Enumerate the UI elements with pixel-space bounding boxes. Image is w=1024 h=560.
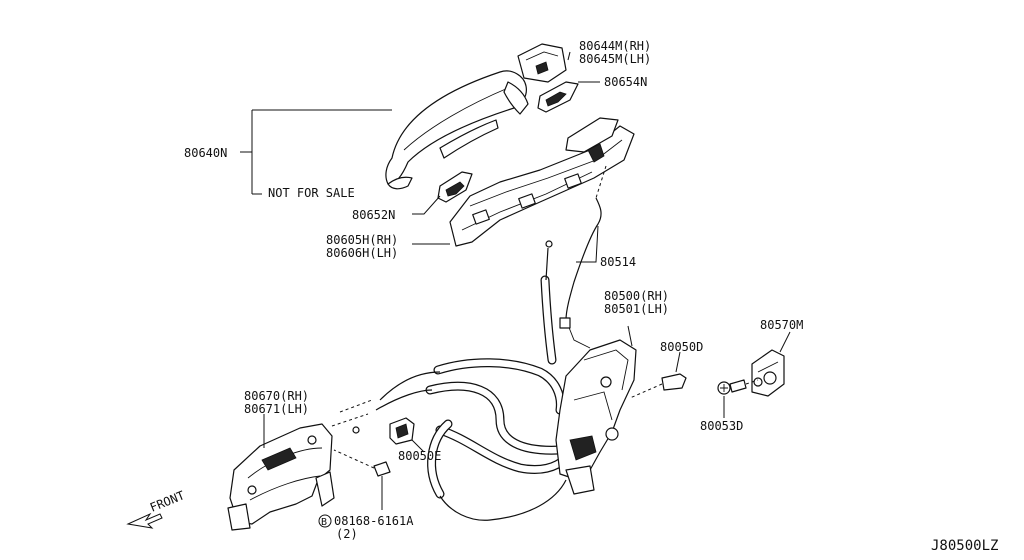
screw-80050d (629, 351, 687, 399)
gasket-80652n (437, 171, 473, 203)
gasket-80654n (537, 81, 579, 113)
cable-assembly (331, 240, 571, 521)
label-80570m: 80570M (760, 318, 803, 332)
handle-bracket-80605h (449, 117, 635, 247)
label-80640n: 80640N (184, 146, 227, 160)
label-80644m: 80644M(RH) (579, 39, 651, 53)
clip-80050e (389, 417, 425, 453)
label-80645m: 80645M(LH) (579, 52, 651, 66)
label-80605h: 80605H(RH) (326, 233, 398, 247)
label-front: FRONT (148, 488, 187, 515)
bolt-80053d (717, 379, 759, 395)
diagram-id: J80500LZ (931, 538, 998, 554)
label-80671: 80671(LH) (244, 402, 309, 416)
front-arrow-icon (126, 512, 163, 529)
label-80654n: 80654N (604, 75, 647, 89)
door-lock-80500 (555, 317, 637, 495)
label-80501: 80501(LH) (604, 302, 669, 316)
rod-80514 (565, 197, 602, 321)
label-80500: 80500(RH) (604, 289, 669, 303)
label-80053d: 80053D (700, 419, 743, 433)
circled-b-icon: B (318, 514, 332, 528)
label-80050e: 80050E (398, 449, 441, 463)
striker-80570m (751, 349, 785, 397)
outside-handle-80640n (385, 70, 529, 190)
inside-handle-80670 (227, 423, 335, 531)
label-80050d: 80050D (660, 340, 703, 354)
label-bolt-code: 08168-6161A (334, 514, 414, 528)
bolt-08168-6161a (333, 449, 391, 510)
label-bolt-qty: (2) (336, 527, 358, 541)
label-80652n: 80652N (352, 208, 395, 222)
svg-text:B: B (321, 517, 327, 528)
label-80514: 80514 (600, 255, 636, 269)
label-80670: 80670(RH) (244, 389, 309, 403)
handle-cover-80644m (517, 43, 567, 83)
label-80606h: 80606H(LH) (326, 246, 398, 260)
label-not-for-sale: NOT FOR SALE (268, 186, 355, 200)
